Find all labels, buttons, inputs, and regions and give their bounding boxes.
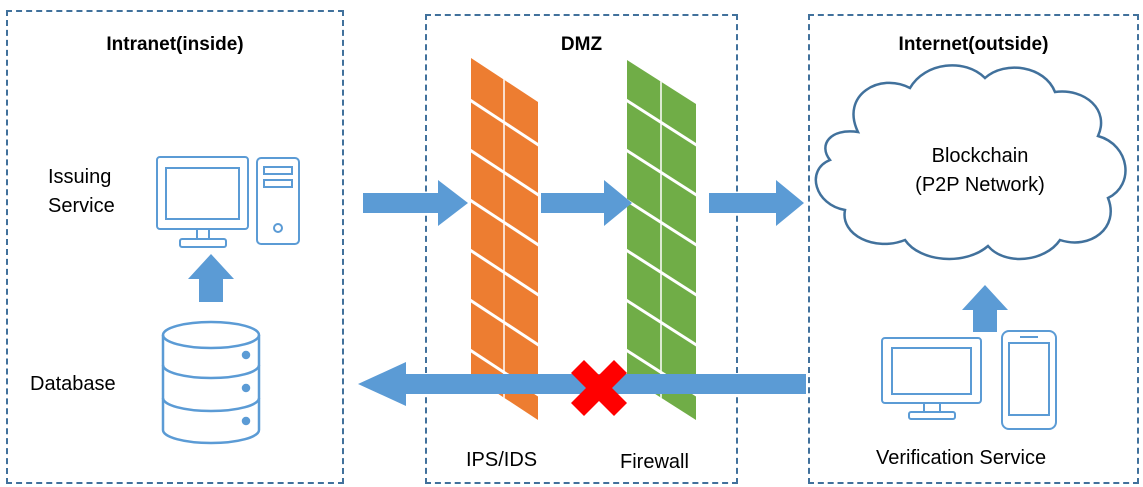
arrow-database-to-issuing [188,254,234,302]
blockchain-label-line1: Blockchain [931,145,1029,167]
internet-title: Internet(outside) [898,34,1049,55]
monitor-and-phone-icon [881,330,1057,430]
dmz-zone: DMZ [425,14,738,484]
arrow-verification-to-blockchain [962,285,1008,332]
intranet-zone: Intranet(inside) [6,10,344,484]
desktop-computer-icon [156,156,300,248]
red-x-icon [571,360,627,416]
cloud-icon [814,64,1127,261]
ips-ids-label: IPS/IDS [466,449,538,471]
database-icon [161,320,261,445]
database-label: Database [30,373,116,395]
arrow-intranet-to-ips [363,180,468,226]
firewall-wall [627,60,696,420]
intranet-title: Intranet(inside) [106,34,244,55]
blockchain-label: Blockchain (P2P Network) [900,142,1060,200]
dmz-title: DMZ [560,34,603,55]
arrow-ips-to-firewall [541,180,632,226]
arrow-firewall-to-internet [709,180,804,226]
issuing-service-label: Issuing Service [48,166,115,217]
verification-service-label: Verification Service [876,447,1047,469]
firewall-label: Firewall [620,451,689,473]
blockchain-label-line2: (P2P Network) [915,174,1045,196]
internet-zone: Internet(outside) [808,14,1139,484]
ips-ids-wall [471,58,538,420]
